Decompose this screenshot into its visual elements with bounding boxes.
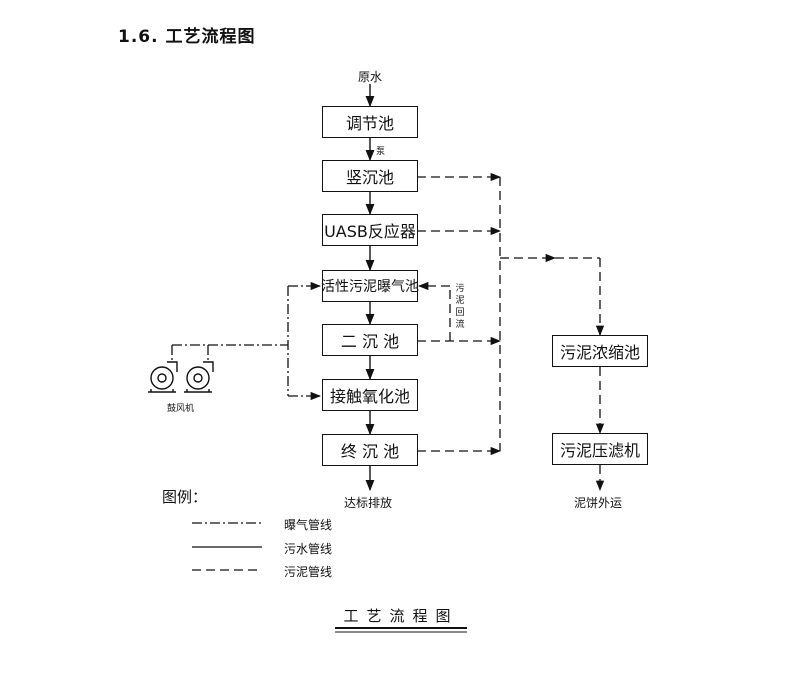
sludge-return-label: 污泥回流 (455, 284, 465, 330)
final-sedimentation-box: 终 沉 池 (322, 434, 418, 466)
sludge-cake-label: 泥饼外运 (574, 496, 623, 510)
vertical-sedimentation-box: 竖沉池 (322, 160, 418, 192)
contact-oxidation-box: 接触氧化池 (322, 379, 418, 411)
legend-sludge-label: 污泥管线 (284, 565, 333, 579)
pump-label: 泵 (376, 147, 386, 157)
uasb-reactor-box: UASB反应器 (322, 214, 418, 246)
diagram-caption: 工艺流程图 (343, 607, 459, 625)
discharge-label: 达标排放 (344, 496, 393, 510)
blower-icon (148, 361, 214, 393)
secondary-sedimentation-box: 二 沉 池 (322, 324, 418, 356)
legend-sewage-label: 污水管线 (284, 542, 333, 556)
filter-press-box: 污泥压滤机 (552, 433, 648, 465)
legend-title: 图例： (162, 488, 208, 506)
section-heading: 1.6. 工艺流程图 (118, 27, 256, 47)
activated-sludge-tank-box: 活性污泥曝气池 (321, 270, 419, 302)
raw-water-label: 原水 (358, 70, 383, 84)
sludge-thickener-box: 污泥浓缩池 (552, 335, 648, 367)
legend-aeration-label: 曝气管线 (284, 518, 333, 532)
blower-label: 鼓风机 (167, 404, 195, 414)
regulating-tank-box: 调节池 (322, 106, 418, 138)
